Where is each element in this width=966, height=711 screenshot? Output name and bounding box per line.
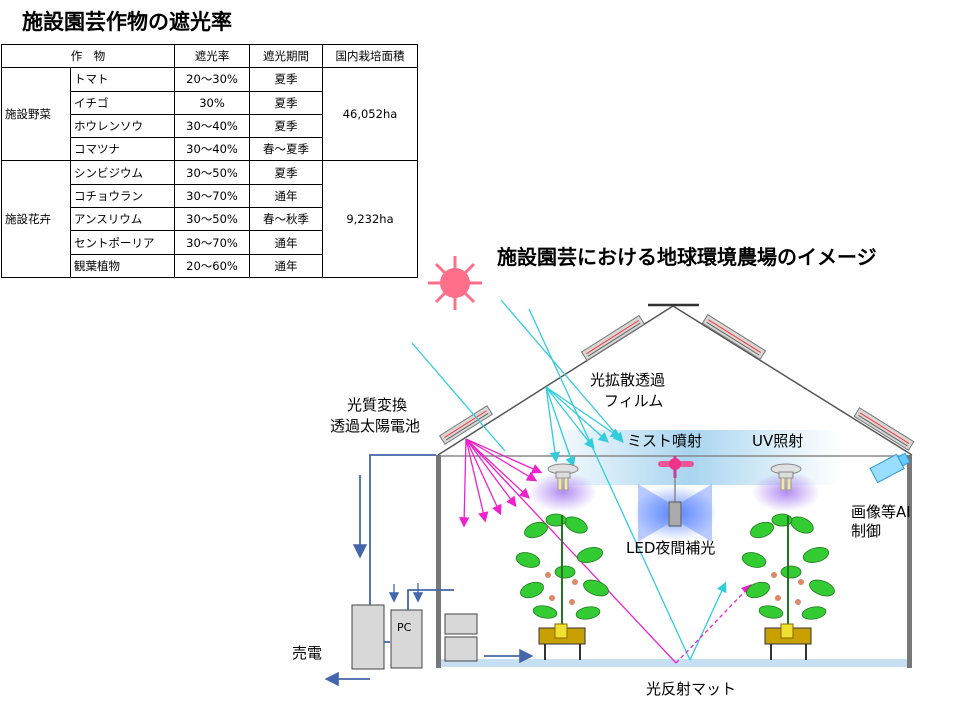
mist-nozzle xyxy=(658,456,694,478)
tomato-plant xyxy=(515,513,609,660)
film-label-1: 光拡散透過 xyxy=(590,371,665,389)
table-header-row: 作 物 遮光率 遮光期間 国内栽培面積 xyxy=(1,43,418,69)
table-row: ホウレンソウ 30～40% 夏季 xyxy=(2,113,418,139)
area-cell: 9,232ha xyxy=(322,160,418,278)
film-label-2: フィルム xyxy=(604,392,663,410)
rate-cell: 20～30% xyxy=(174,67,250,92)
solar-panel xyxy=(853,407,915,451)
period-cell: 夏季 xyxy=(249,113,323,139)
wiring xyxy=(324,454,534,687)
crop-cell: イチゴ xyxy=(70,90,175,115)
table-row: コマツナ 30～40% 春～夏季 xyxy=(2,137,418,162)
period-cell: 春～夏季 xyxy=(249,137,323,162)
uv-lamp xyxy=(752,463,820,512)
converted-light-rays xyxy=(458,438,752,664)
mat-label: 光反射マット xyxy=(646,680,736,698)
rate-cell: 30～40% xyxy=(174,113,250,139)
header-area: 国内栽培面積 xyxy=(322,43,418,69)
header-rate: 遮光率 xyxy=(174,43,250,69)
header-crop: 作 物 xyxy=(1,43,175,69)
uv-lamp xyxy=(529,463,597,512)
table-row: アンスリウム 30～50% 春～秋季 xyxy=(2,207,418,232)
sun-icon xyxy=(428,256,482,310)
led-label: LED夜間補光 xyxy=(626,539,715,557)
rate-cell: 30～50% xyxy=(174,207,250,232)
sell-power-label: 売電 xyxy=(292,644,322,662)
pc-label: PC xyxy=(397,621,412,634)
diagram-title: 施設園芸における地球環境農場のイメージ xyxy=(497,245,877,269)
rate-cell: 30～40% xyxy=(174,137,250,162)
table-row: イチゴ 30% 夏季 xyxy=(2,90,418,115)
header-period: 遮光期間 xyxy=(249,43,323,69)
crop-cell: 観葉植物 xyxy=(70,253,175,278)
mist-label: ミスト噴射 xyxy=(627,432,702,450)
pv-label-2: 透過太陽電池 xyxy=(330,417,420,435)
tomato-plant xyxy=(741,513,835,660)
camera-icon xyxy=(869,452,911,484)
table-title: 施設園芸作物の遮光率 xyxy=(22,10,232,34)
solar-panel xyxy=(438,405,494,445)
period-cell: 夏季 xyxy=(249,160,323,185)
daylight-rays xyxy=(411,299,727,661)
crop-cell: コマツナ xyxy=(70,137,175,162)
shading-rate-table: 作 物 遮光率 遮光期間 国内栽培面積 施設野菜 トマト 20～30% 夏季 4… xyxy=(1,43,418,278)
ai-label-2: 制御 xyxy=(851,522,881,540)
table-row: 施設野菜 トマト 20～30% 夏季 46,052ha xyxy=(1,67,418,162)
crop-cell: アンスリウム xyxy=(70,207,175,232)
led-lamp xyxy=(633,478,717,542)
storage-box xyxy=(444,613,478,662)
uv-label: UV照射 xyxy=(752,432,803,450)
table-row: 施設花卉 シンビジウム 30～50% 夏季 9,232ha xyxy=(1,160,418,278)
pv-label-1: 光質変換 xyxy=(347,396,407,414)
area-cell: 46,052ha xyxy=(322,67,418,162)
crop-cell: ホウレンソウ xyxy=(70,113,175,139)
crop-cell: トマト xyxy=(70,67,175,92)
solar-panel xyxy=(701,314,767,360)
table-row: 観葉植物 20～60% 通年 xyxy=(2,253,418,278)
rate-cell: 20～60% xyxy=(174,253,250,278)
crop-cell: シンビジウム xyxy=(70,160,175,185)
pc-unit: PC xyxy=(390,609,423,669)
reflective-mat xyxy=(441,659,907,667)
period-cell: 春～秋季 xyxy=(249,207,323,232)
power-conditioner xyxy=(351,604,385,670)
period-cell: 夏季 xyxy=(249,90,323,115)
ai-label-1: 画像等AI xyxy=(851,503,911,521)
category-cell: 施設花卉 xyxy=(1,160,71,278)
solar-panel xyxy=(580,314,646,362)
period-cell: 通年 xyxy=(249,253,323,278)
category-cell: 施設野菜 xyxy=(1,67,71,162)
